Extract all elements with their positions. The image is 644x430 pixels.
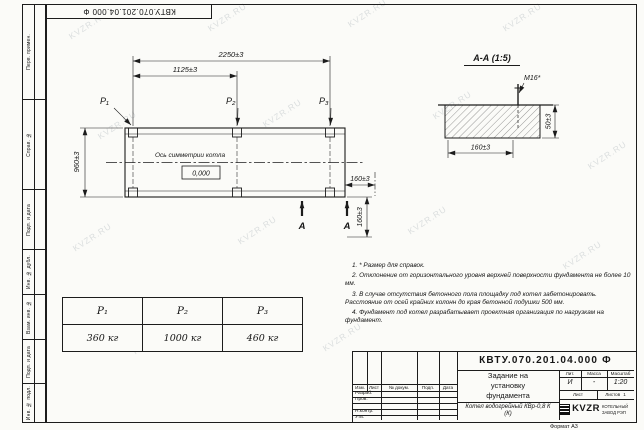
dim-height: 960±3: [72, 151, 81, 173]
strip-label: Подп. и дата: [25, 203, 32, 236]
load-table-header-p2: P₂: [142, 297, 223, 325]
row-utv: Утв.: [355, 414, 365, 420]
strip-label-cell: Взам. инв. №: [23, 295, 35, 339]
strip-box: Взам. инв. №: [22, 295, 46, 340]
product-name: Котел водогрейный КВр-0,8 К (К): [465, 404, 551, 417]
strip-box: Подп. и дата: [22, 340, 46, 384]
section-letter-right: А: [343, 221, 351, 232]
load-table-header-p3: P₃: [222, 297, 303, 325]
scale-header: Масштаб: [610, 370, 631, 376]
section-title: А-А (1:5): [472, 53, 511, 63]
dim-half: 1125±3: [173, 65, 198, 74]
strip-box: Подп. и дата: [22, 190, 46, 250]
bolt-leader: [518, 82, 525, 94]
load-table-header-row: P₁ P₂ P₃: [62, 297, 303, 325]
load-table-value-p2: 1000 кг: [142, 324, 223, 352]
dim-total: 2250±3: [218, 50, 245, 59]
kvzr-logo-text: KVZR: [572, 403, 600, 415]
load-table-value-p3: 460 кг: [222, 324, 303, 352]
section-letter-left: А: [298, 221, 306, 232]
plan-view: 2250±3 1125±3 P₁ P₂ P₃ Ось симметрии кот…: [72, 50, 376, 238]
top-stamp-docnumber: КВТУ.070.201.04.000 Ф: [82, 7, 176, 16]
strip-box: Перв. примен.: [22, 4, 46, 100]
strip-label: Инв. № подл.: [25, 385, 32, 421]
notes: 1. * Размер для справок. 2. Отклонение о…: [345, 262, 635, 327]
sheets-value: 1: [623, 391, 626, 397]
strip-label-cell: Подп. и дата: [23, 340, 35, 383]
strip-label-cell: Перв. примен.: [23, 5, 35, 99]
foundation-slab: [444, 104, 541, 139]
mass-value: -: [592, 379, 596, 387]
section-cut-marks: [299, 201, 350, 216]
level-mark-box: [181, 165, 221, 180]
kvzr-logo-icon: [559, 404, 571, 415]
bolt-label: М16*: [524, 75, 541, 82]
section-dim-height: 50±3: [546, 114, 553, 130]
strip-label: Взам. инв. №: [25, 299, 32, 334]
company-logo-cell: KVZR КОТЕЛЬНЫЙ ЗАВОД РЭП: [559, 399, 634, 420]
strip-label: Справ. №: [25, 132, 32, 157]
strip-label: Инв. № дубл.: [25, 255, 32, 289]
lit-header: Лит.: [565, 370, 575, 376]
strip-box: Инв. № дубл.: [22, 250, 46, 295]
strip-label-cell: Инв. № дубл.: [23, 250, 35, 294]
load-point-p3: P₃: [319, 96, 329, 106]
col-podp: Подп.: [421, 384, 435, 390]
axis-label: Ось симметрии котла: [155, 152, 225, 159]
load-table-value-row: 360 кг 1000 кг 460 кг: [62, 324, 303, 352]
lit-value: И: [567, 379, 573, 387]
dim-offset-v: 160±3: [357, 207, 364, 227]
load-point-p1: P₁: [100, 96, 109, 106]
sheet-label: Лист: [573, 391, 583, 397]
strip-label-cell: Подп. и дата: [23, 190, 35, 249]
row-nkontr: Н.контр.: [355, 408, 374, 414]
load-point-leaders: [113, 107, 334, 126]
strip-label: Перв. примен.: [25, 34, 32, 70]
col-data: Дата: [442, 384, 454, 390]
titleblock-doc-number: КВТУ.070.201.04.000 Ф: [479, 355, 612, 367]
section-dim-width: 160±3: [471, 145, 491, 152]
load-table: P₁ P₂ P₃ 360 кг 1000 кг 460 кг: [62, 297, 303, 352]
sheets-cell: Листов 1: [597, 390, 634, 399]
row-razrab: Разраб.: [355, 390, 373, 396]
left-stamp-strip: Перв. примен. Справ. № Подп. и дата Инв.…: [22, 4, 46, 423]
col-izm: Изм.: [355, 384, 365, 390]
col-docum: № докум.: [388, 384, 410, 390]
section-dimension-lines: [447, 104, 559, 158]
sheets-label: Листов: [605, 391, 621, 397]
row-prov: Пров.: [355, 396, 368, 402]
drawing-title: Задание на установку фундамента: [457, 370, 559, 402]
note-2: 2. Отклонение от горизонтального уровня …: [345, 272, 631, 288]
dim-offset-h: 160±3: [350, 176, 370, 183]
level-mark: 0,000: [192, 171, 210, 178]
col-list: Лист: [369, 384, 379, 390]
top-stamp-box: КВТУ.070.201.04.000 Ф: [46, 4, 212, 19]
load-table-header-p1: P₁: [62, 297, 143, 325]
section-view: А-А (1:5) М16* 160±3 50±3: [438, 53, 559, 158]
strip-box: Инв. № подл.: [22, 384, 46, 423]
strip-label-cell: Справ. №: [23, 100, 35, 189]
drawing-title-text: Задание на установку фундамента: [486, 371, 530, 400]
scale-value: 1:20: [613, 379, 628, 387]
strip-label: Подп. и дата: [25, 345, 32, 378]
dimension-lines: [80, 56, 376, 238]
load-point-p2: P₂: [226, 96, 236, 106]
note-4: 4. Фундамент под котел разрабатывает про…: [345, 308, 604, 325]
load-table-value-p1: 360 кг: [62, 324, 143, 352]
company-name: КОТЕЛЬНЫЙ ЗАВОД РЭП: [601, 404, 629, 415]
note-1: 1. * Размер для справок.: [352, 262, 425, 269]
strip-box: Справ. №: [22, 100, 46, 190]
format-label: Формат А3: [550, 424, 578, 430]
title-block: КВТУ.070.201.04.000 Ф Изм. Лист № докум.…: [352, 351, 637, 423]
note-3: 3. В случае отсутствия бетонного пола пл…: [345, 290, 597, 306]
mass-header: Масса: [587, 370, 601, 376]
strip-label-cell: Инв. № подл.: [23, 384, 35, 422]
drawing-frame: [46, 4, 637, 423]
